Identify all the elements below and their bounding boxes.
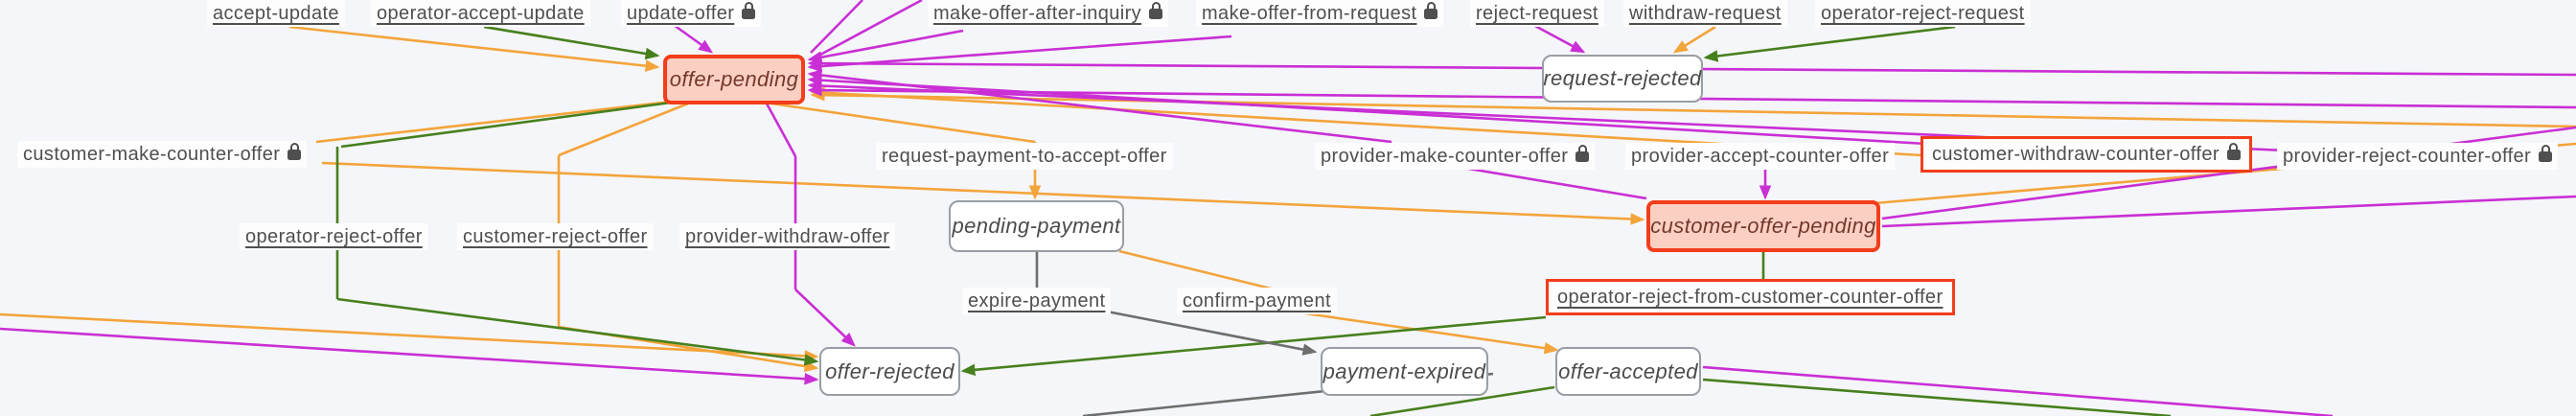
state-offer-rejected[interactable]: offer-rejected [819,347,960,396]
state-customer-offer-pending[interactable]: customer-offer-pending [1646,200,1880,252]
state-label: request-rejected [1543,66,1702,90]
transition-provider-reject-counter-offer[interactable]: provider-reject-counter-offer [2277,143,2559,170]
customer-edges [0,25,2576,373]
lock-icon [1424,1,1438,19]
transition-provider-make-counter-offer[interactable]: provider-make-counter-offer [1315,143,1596,170]
transition-withdraw-request[interactable]: withdraw-request [1623,0,1787,27]
state-label: offer-accepted [1558,358,1698,383]
transition-accept-update[interactable]: accept-update [207,0,345,27]
state-pending-payment[interactable]: pending-payment [949,200,1124,252]
state-label: customer-offer-pending [1650,214,1876,238]
transition-operator-reject-request[interactable]: operator-reject-request [1815,0,2031,27]
lock-icon [2539,144,2553,162]
transition-make-offer-after-inquiry[interactable]: make-offer-after-inquiry [928,0,1169,27]
state-payment-expired[interactable]: payment-expired [1321,347,1488,396]
transition-operator-reject-offer[interactable]: operator-reject-offer [240,223,428,250]
transition-provider-withdraw-offer[interactable]: provider-withdraw-offer [679,223,896,250]
state-offer-pending[interactable]: offer-pending [663,55,805,104]
lock-icon [288,142,302,160]
state-label: offer-rejected [825,358,954,383]
transition-provider-accept-counter-offer[interactable]: provider-accept-counter-offer [1625,143,1896,170]
transition-make-offer-from-request[interactable]: make-offer-from-request [1196,0,1444,27]
state-label: pending-payment [952,214,1121,238]
transition-operator-reject-from-customer-counter-offer[interactable]: operator-reject-from-customer-counter-of… [1546,279,1955,315]
transition-customer-withdraw-counter-offer[interactable]: customer-withdraw-counter-offer [1920,136,2252,173]
lock-icon [742,1,756,19]
transition-customer-reject-offer[interactable]: customer-reject-offer [457,223,654,250]
state-request-rejected[interactable]: request-rejected [1542,55,1703,103]
transition-reject-request[interactable]: reject-request [1470,0,1604,27]
transition-update-offer[interactable]: update-offer [621,0,762,27]
state-label: offer-pending [669,67,799,91]
state-label: payment-expired [1322,358,1486,383]
operator-edges [335,25,2172,416]
transition-confirm-payment[interactable]: confirm-payment [1177,288,1337,314]
transition-customer-make-counter-offer[interactable]: customer-make-counter-offer [17,141,308,168]
lock-icon [1149,1,1163,19]
lock-icon [2226,142,2241,160]
lock-icon [1576,144,1590,162]
transition-expire-payment[interactable]: expire-payment [962,288,1112,314]
state-offer-accepted[interactable]: offer-accepted [1555,347,1701,396]
transition-request-payment-to-accept-offer[interactable]: request-payment-to-accept-offer [876,143,1173,170]
transition-operator-accept-update[interactable]: operator-accept-update [371,0,590,27]
